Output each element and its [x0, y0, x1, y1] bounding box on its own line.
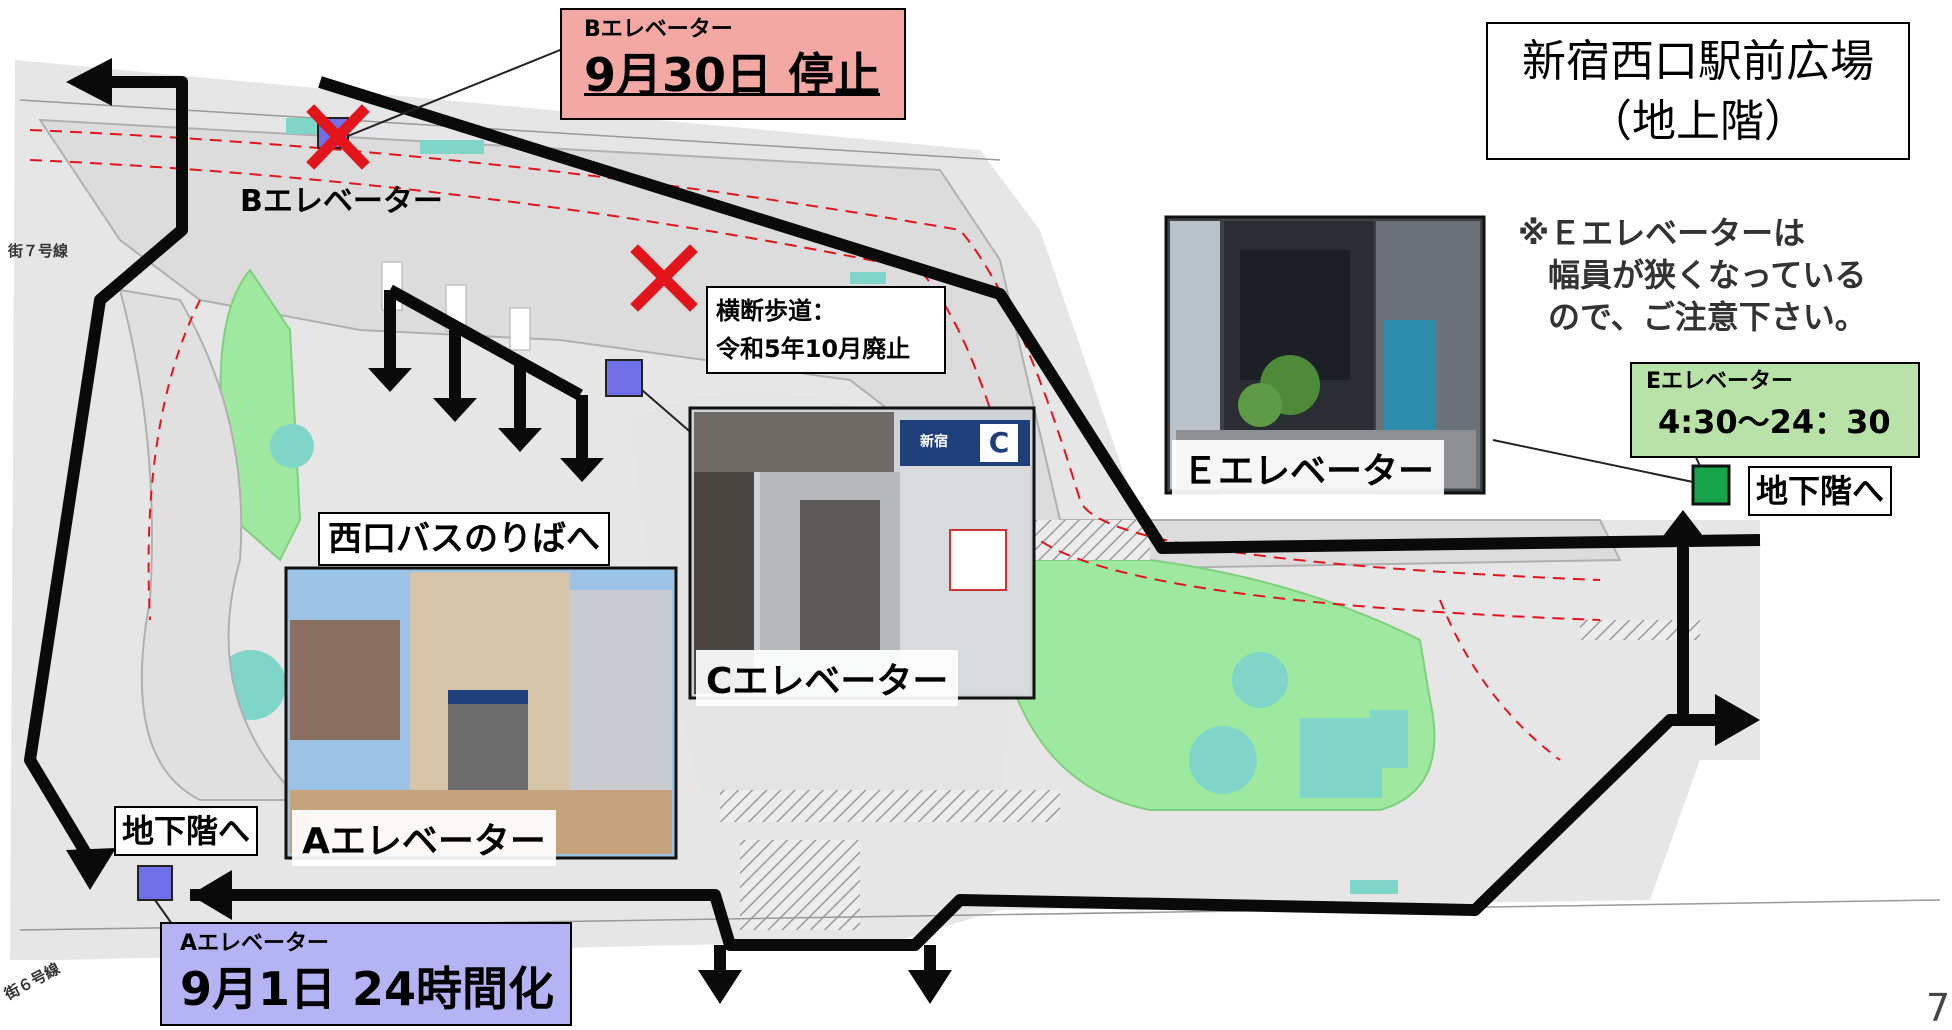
b-callout-big: 9月30日 停止	[584, 48, 881, 102]
e-elevator-marker	[1691, 464, 1731, 506]
e-elevator-caption: Ｅエレベーター	[1172, 440, 1445, 496]
a-callout-small: Aエレベーター	[180, 931, 330, 956]
arrowhead-north-e	[1660, 510, 1706, 540]
a-elevator-callout: Aエレベーター 9月1日 24時間化	[160, 922, 572, 1026]
leader-lines	[154, 47, 1701, 925]
c-sign-letter: C	[989, 426, 1010, 459]
e-elevator-callout: Eエレベーター 4:30～24：30	[1630, 362, 1920, 458]
a-callout-big: 9月1日 24時間化	[180, 962, 555, 1016]
c-elevator-marker	[605, 359, 643, 397]
arrowhead-west-bottom	[190, 870, 232, 920]
arrowhead-east	[1715, 694, 1760, 746]
note-line-3: ので、ご注意下さい。	[1548, 298, 1867, 336]
b-elevator-callout: Bエレベーター 9月30日 停止	[560, 8, 906, 120]
page-number: 7	[1926, 986, 1951, 1030]
a-to-basement-label: 地下階へ	[114, 806, 259, 856]
a-elevator-caption: Aエレベーター	[292, 810, 556, 866]
b-elevator-map-label: Bエレベーター	[240, 184, 443, 219]
arrowhead-bus-1	[368, 368, 412, 392]
map-title-box: 新宿西口駅前広場 （地上階）	[1486, 22, 1910, 160]
crosswalk-label: 横断歩道： 令和5年10月廃止	[706, 286, 946, 374]
crosswalk-line-2: 令和5年10月廃止	[716, 335, 911, 363]
c-sign-text: 新宿	[920, 433, 948, 450]
arrowhead-west-top	[66, 58, 112, 106]
arrowhead-south-1	[698, 970, 742, 1004]
arrowhead-bus-3	[498, 428, 542, 452]
e-callout-small: Eエレベーター	[1646, 369, 1794, 394]
arrowhead-southwest	[66, 848, 116, 890]
arrowhead-south-2	[908, 970, 952, 1004]
e-callout-hours: 4:30～24：30	[1658, 403, 1891, 441]
street-label-7: 街７号線	[7, 242, 68, 260]
map-title: 新宿西口駅前広場	[1522, 36, 1874, 87]
b-callout-small: Bエレベーター	[584, 17, 733, 42]
arrowhead-bus-2	[433, 398, 477, 422]
crosswalk-line-1: 横断歩道：	[716, 297, 836, 325]
route-lines	[24, 76, 1761, 975]
b-elevator-closed-icon	[306, 104, 370, 170]
note-line-1: ※Ｅエレベーターは	[1518, 214, 1806, 252]
e-elevator-note: ※Ｅエレベーターは 幅員が狭くなっている ので、ご注意下さい。	[1518, 212, 1867, 338]
e-to-basement-label: 地下階へ	[1748, 466, 1893, 516]
route-arrowheads	[66, 58, 1760, 1004]
map-subtitle: （地上階）	[1588, 96, 1808, 147]
c-elevator-caption: Cエレベーター	[696, 650, 959, 706]
bus-terminal-label: 西口バスのりばへ	[318, 512, 610, 566]
arrowhead-bus-4	[560, 458, 604, 482]
crosswalk-closed-icon	[630, 244, 698, 312]
note-line-2: 幅員が狭くなっている	[1548, 256, 1867, 294]
a-elevator-marker	[137, 865, 173, 901]
